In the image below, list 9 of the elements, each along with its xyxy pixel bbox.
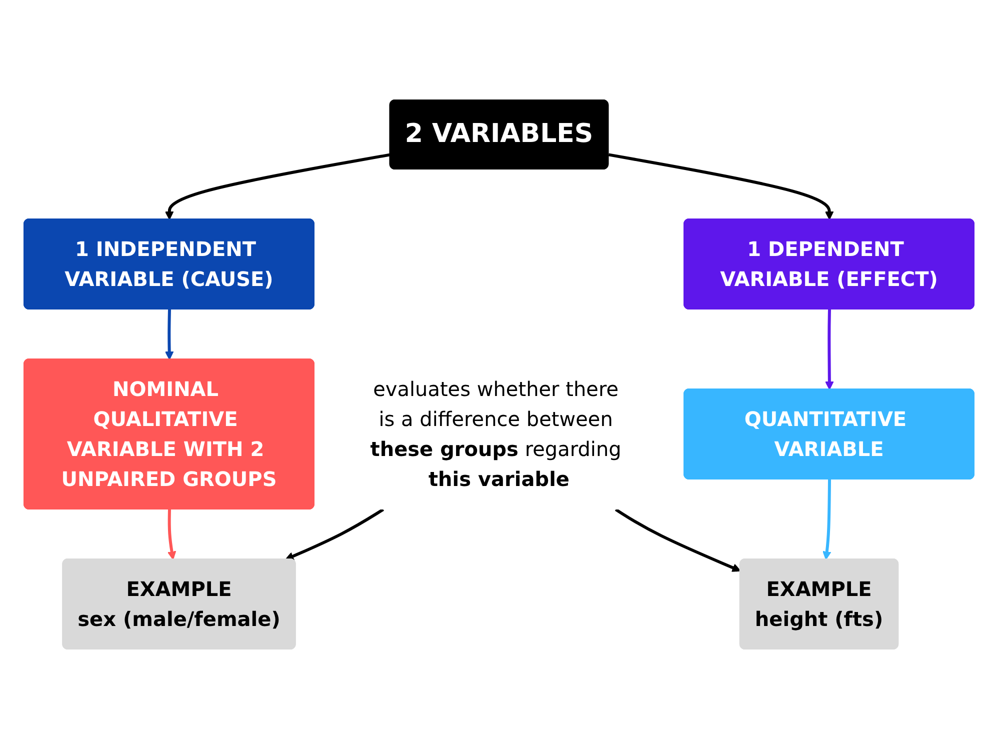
arrow — [825, 309, 834, 390]
arrow — [164, 309, 174, 360]
arrow — [614, 508, 741, 572]
arrow — [164, 153, 391, 220]
arrow — [608, 153, 834, 220]
arrow — [822, 479, 832, 560]
arrow — [167, 509, 176, 560]
node-text: evaluates whether there is a difference between these groups regarding this variable — [370, 377, 622, 491]
arrow — [285, 508, 384, 560]
